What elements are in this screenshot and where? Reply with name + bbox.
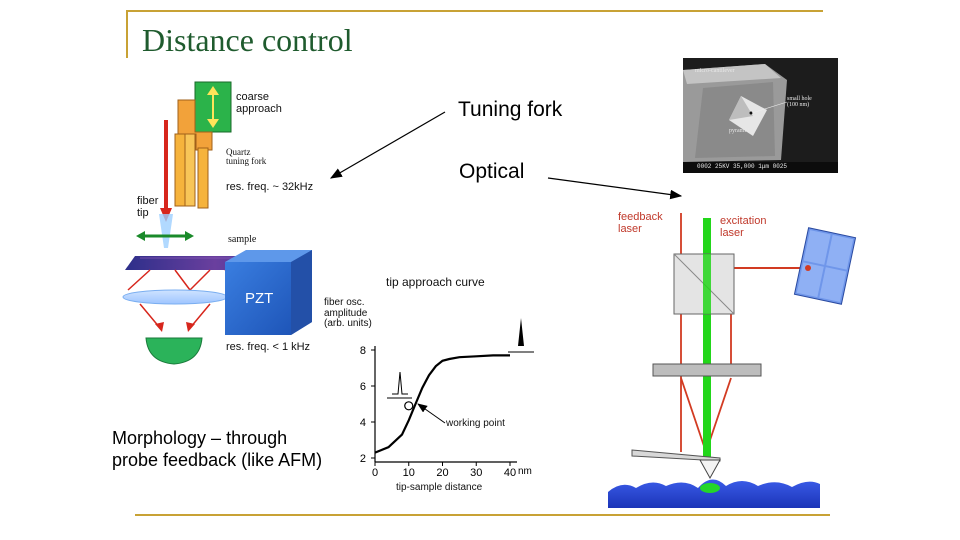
coarse-approach-line-2: approach [236, 104, 282, 116]
tuning-fork-diagram [123, 82, 312, 364]
x-tick-label: 40 [504, 467, 516, 479]
small-hole-label: small hole (100 nm) [787, 96, 812, 108]
ylabel-line-3: (arb. units) [324, 319, 372, 330]
working-point-arrow [418, 404, 445, 423]
slide-title: Distance control [142, 22, 353, 59]
sample-label: sample [228, 235, 256, 246]
y-tick-label: 4 [360, 417, 366, 429]
approach-curve-chart: 2 4 6 8 0 10 20 30 40 nm [360, 318, 534, 479]
excitation-laser-line-1: excitation [720, 216, 766, 228]
optical-label: Optical [459, 160, 524, 184]
micrograph-info-bar: 0002 25KV 35,000 1μm 0025 [697, 163, 787, 170]
fiber-tip-line-2: tip [137, 208, 158, 220]
optical-arrow [548, 178, 681, 196]
approach-curve-ylabel: fiber osc. amplitude (arb. units) [324, 298, 372, 330]
small-oscillation-inset [387, 372, 412, 398]
quartz-fork-line-2: tuning fork [226, 157, 266, 166]
x-tick-label: 0 [372, 467, 378, 479]
y-tick-label: 8 [360, 345, 366, 357]
caption-line-2: probe feedback (like AFM) [112, 450, 322, 472]
x-tick-label: 20 [436, 467, 448, 479]
feedback-laser-line-2: laser [618, 224, 663, 236]
series-line [375, 355, 510, 452]
small-hole-line-2: (100 nm) [787, 102, 812, 108]
x-axis-unit: nm [518, 466, 532, 477]
fork-freq-label: res. freq. ~ 32kHz [226, 182, 313, 194]
pzt-label: PZT [245, 291, 273, 307]
morphology-caption: Morphology – through probe feedback (lik… [112, 428, 322, 471]
coarse-approach-line-1: coarse [236, 92, 282, 104]
pzt-freq-label: res. freq. < 1 kHz [226, 342, 310, 354]
working-point-marker [405, 402, 413, 410]
y-tick-label: 6 [360, 381, 366, 393]
optical-diagram [608, 213, 856, 508]
large-oscillation-inset [508, 318, 534, 352]
y-tick-label: 2 [360, 453, 366, 465]
feedback-laser-label: feedback laser [618, 212, 663, 235]
excitation-laser-label: excitation laser [720, 216, 766, 239]
approach-curve-xlabel: tip-sample distance [396, 483, 482, 494]
micrograph-image [683, 58, 838, 173]
excitation-laser-line-2: laser [720, 228, 766, 240]
approach-curve-title: tip approach curve [386, 276, 485, 289]
tuning-fork-label: Tuning fork [458, 98, 562, 122]
feedback-laser-line-1: feedback [618, 212, 663, 224]
x-tick-label: 10 [403, 467, 415, 479]
tuning-fork-arrow [331, 112, 445, 178]
caption-line-1: Morphology – through [112, 428, 322, 450]
ylabel-line-1: fiber osc. [324, 298, 372, 309]
pyramid-label: pyramid [729, 128, 749, 134]
coarse-approach-label: coarse approach [236, 92, 282, 115]
fiber-tip-label: fiber tip [137, 196, 158, 219]
quartz-fork-label: Quartz tuning fork [226, 148, 266, 167]
working-point-label: working point [446, 419, 505, 430]
fiber-tip-line-1: fiber [137, 196, 158, 208]
sem-micrograph: micro-cantilever small hole (100 nm) pyr… [683, 58, 838, 173]
x-tick-label: 30 [470, 467, 482, 479]
micro-cantilever-label: micro-cantilever [695, 68, 735, 74]
